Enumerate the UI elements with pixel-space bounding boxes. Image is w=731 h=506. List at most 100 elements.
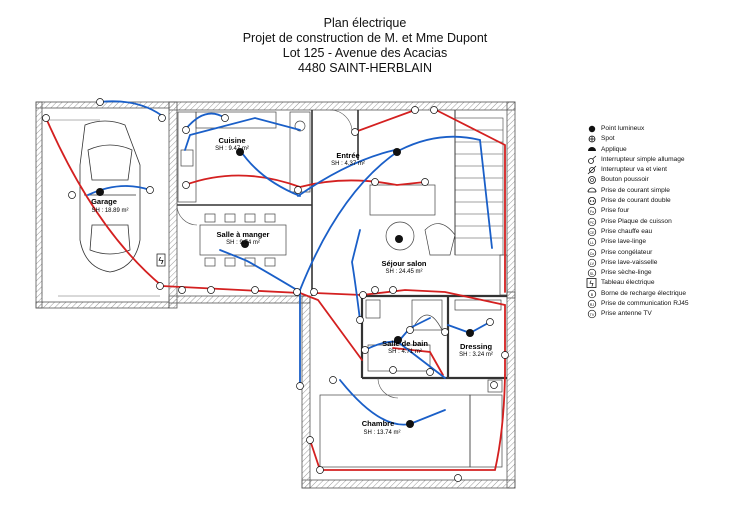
- symbol-outlet-icon: [306, 436, 314, 444]
- bath-bed-furniture: [319, 299, 503, 468]
- wall-right-upper: [506, 101, 516, 299]
- prise-congelateur-icon: Co: [587, 248, 597, 257]
- symbol-outlet-icon: [182, 126, 190, 134]
- symbol-outlet-icon: [96, 98, 104, 106]
- wall-chambre-bottom: [301, 479, 516, 489]
- legend-label: Bouton poussoir: [601, 176, 649, 184]
- symbol-outlet-icon: [146, 186, 154, 194]
- legend-label: Point lumineux: [601, 125, 645, 132]
- legend-label: Prise chauffe eau: [601, 227, 653, 235]
- title-line-3: Lot 125 - Avenue des Acacias: [282, 46, 448, 60]
- svg-text:LV: LV: [590, 262, 595, 266]
- staircase: [454, 117, 504, 256]
- legend-row: Co Prise congélateur: [585, 248, 731, 258]
- wall-garage-left: [35, 101, 43, 309]
- legend-row: TV Prise antenne TV: [585, 309, 731, 319]
- svg-text:PC: PC: [590, 220, 595, 224]
- symbol-outlet-icon: [371, 286, 379, 294]
- legend-label: Tableau électrique: [601, 279, 655, 287]
- symbol-outlet-icon: [501, 351, 509, 359]
- title-line-4: 4480 SAINT-HERBLAIN: [297, 61, 433, 75]
- wall-main-bottom: [168, 295, 311, 304]
- symbol-outlet-icon: [329, 376, 337, 384]
- room-salle-bain-name: Salle de bain: [382, 339, 428, 348]
- symbol-outlet-icon: [351, 128, 359, 136]
- room-entree-name: Entrée: [336, 151, 359, 160]
- symbol-outlet-icon: [68, 191, 76, 199]
- svg-text:SL: SL: [590, 272, 594, 276]
- symbol-outlet-icon: [42, 114, 50, 122]
- symbol-outlet-icon: [293, 288, 301, 296]
- legend-label: Prise four: [601, 207, 630, 215]
- garage-door: [41, 119, 160, 297]
- symbol-outlet-icon: [221, 114, 229, 122]
- symbol-outlet-icon: [182, 181, 190, 189]
- legend-label: Prise antenne TV: [601, 310, 652, 318]
- symbol-outlet-icon: [430, 106, 438, 114]
- symbol-outlet-icon: [158, 114, 166, 122]
- point-lumineux-icon: [241, 240, 249, 248]
- symbol-outlet-icon: [294, 186, 302, 194]
- point-lumineux-icon: [588, 125, 596, 133]
- legend-row: RJ Prise de communication RJ45: [585, 299, 731, 309]
- symbol-outlet-icon: [251, 286, 259, 294]
- legend-label: Prise lave-vaisselle: [601, 258, 658, 266]
- room-sejour-name: Séjour salon: [381, 259, 426, 268]
- title-line-1: Plan électrique: [323, 16, 407, 30]
- prise-plaque-icon: PC: [587, 217, 597, 226]
- dining-table: [199, 213, 287, 267]
- interrupteur-va-et-vient-icon: [587, 165, 597, 175]
- prise-lave-vaisselle-icon: LV: [587, 258, 597, 268]
- room-labels: Garage SH : 18.89 m² Cuisine SH : 9.47 m…: [91, 136, 493, 436]
- room-salle-bain-area: SH : 4.71 m²: [388, 349, 422, 355]
- prise-tv-icon: TV: [587, 310, 597, 319]
- legend-row: Applique: [585, 145, 731, 155]
- spot-icon: [588, 135, 596, 143]
- svg-text:LL: LL: [590, 241, 594, 245]
- point-lumineux-icon: [393, 148, 401, 156]
- legend-label: Prise congélateur: [601, 248, 653, 256]
- symbol-outlet-icon: [371, 178, 379, 186]
- svg-text:ϟ: ϟ: [589, 280, 594, 289]
- legend-label: Borne de recharge électrique: [601, 289, 687, 297]
- svg-text:CE: CE: [590, 231, 596, 235]
- legend-label: Prise de courant simple: [601, 186, 670, 194]
- wiring: [45, 100, 506, 471]
- svg-text:RJ: RJ: [590, 303, 595, 307]
- legend-label: Interrupteur va et vient: [601, 166, 667, 174]
- wall-house-top: [168, 101, 516, 111]
- wall-garage-bottom: [35, 301, 170, 309]
- tableau-electrique-icon: ϟ: [586, 278, 597, 289]
- room-cuisine-area: SH : 9.47 m²: [215, 146, 249, 152]
- legend-label: Prise de communication RJ45: [601, 300, 689, 308]
- symbol-outlet-icon: [316, 466, 324, 474]
- room-garage-area: SH : 18.89 m²: [91, 208, 128, 214]
- prise-simple-icon: [587, 187, 597, 193]
- interior-walls: [177, 110, 507, 380]
- plan-title-block: Plan électrique Projet de construction d…: [215, 16, 515, 76]
- symbol-outlet-icon: [178, 286, 186, 294]
- prise-double-icon: [588, 197, 596, 206]
- interrupteur-simple-icon: [588, 155, 597, 164]
- tableau-electrique-symbol: ϟ: [156, 253, 166, 267]
- wall-chambre-left: [301, 295, 311, 489]
- room-chambre-area: SH : 13.74 m²: [363, 430, 400, 436]
- symbol-outlet-icon: [207, 286, 215, 294]
- plan-symbols: [42, 98, 509, 482]
- bouton-poussoir-icon: [588, 176, 596, 185]
- door-arcs: [176, 109, 399, 399]
- legend-label: Applique: [601, 145, 627, 153]
- legend-row: Bouton poussoir: [585, 175, 731, 185]
- symbol-outlet-icon: [359, 291, 367, 299]
- legend-label: Prise Plaque de cuisson: [601, 217, 672, 225]
- legend-row: CE Prise chauffe eau: [585, 227, 731, 237]
- applique-icon: [588, 146, 596, 151]
- symbol-outlet-icon: [296, 382, 304, 390]
- symbol-outlet-icon: [356, 316, 364, 324]
- room-garage-name: Garage: [91, 197, 117, 206]
- symbol-outlet-icon: [454, 474, 462, 482]
